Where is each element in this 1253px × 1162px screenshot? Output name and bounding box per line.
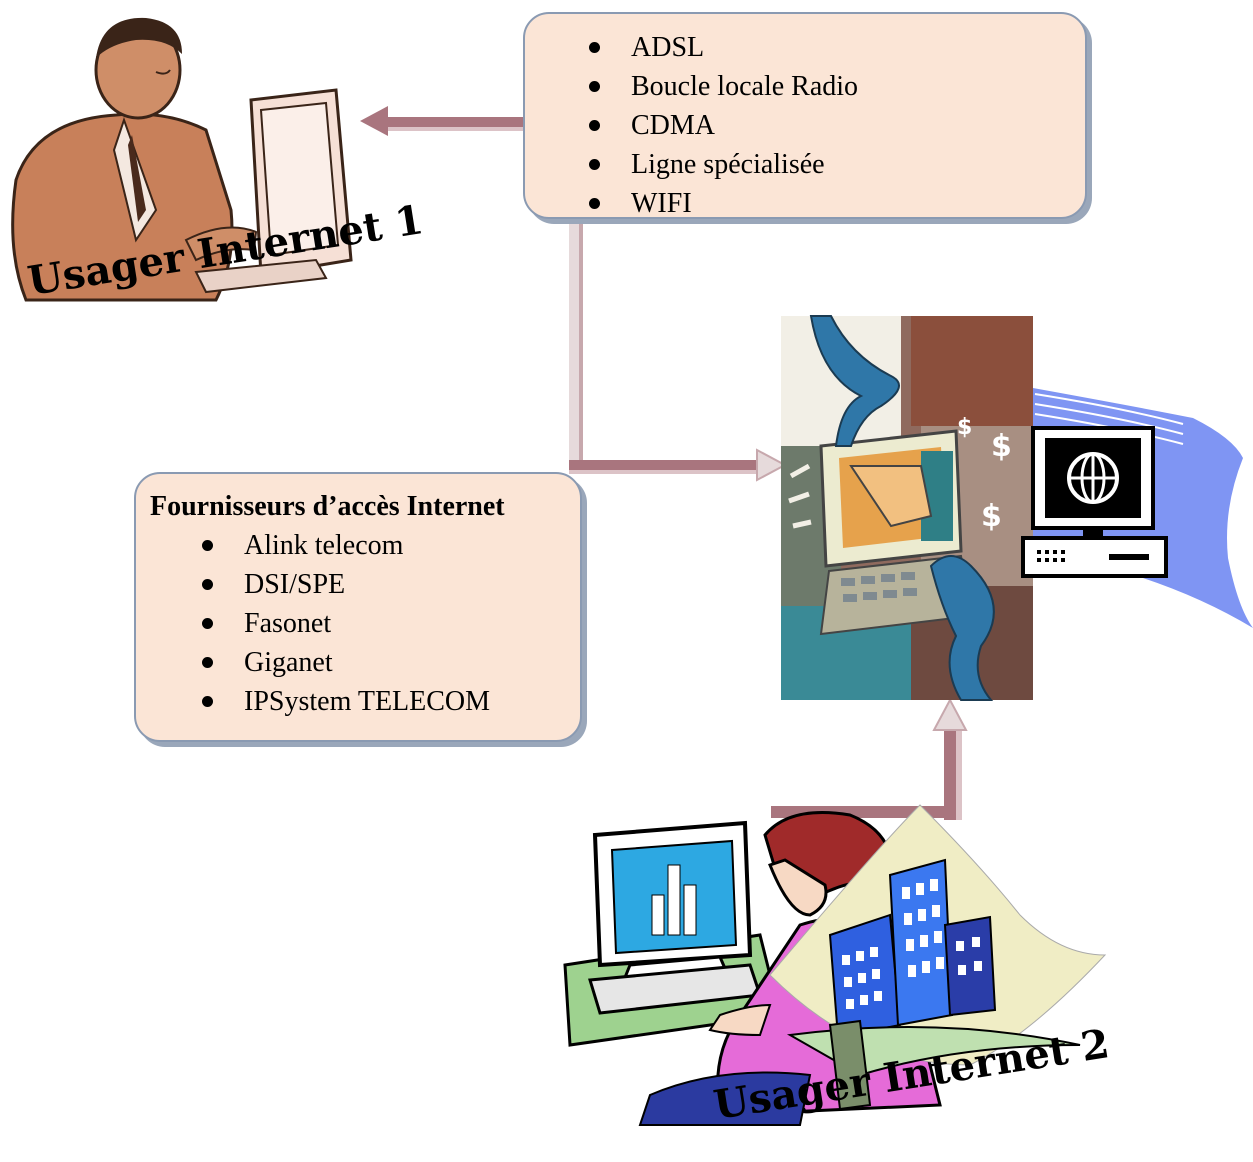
woman-at-computer-icon [563,804,1107,1126]
arrow-to-internet [569,220,788,482]
connection-types-list: ADSL Boucle locale Radio CDMA Ligne spéc… [525,28,1085,223]
connection-type-item: CDMA [525,106,1085,145]
isp-list: Alink telecom DSI/SPE Fasonet Giganet IP… [136,526,580,721]
arrow-from-user2 [771,697,968,820]
isp-item: Fasonet [136,604,580,643]
svg-text:$: $ [991,429,1012,464]
isp-item: Giganet [136,643,580,682]
connection-type-item: Ligne spécialisée [525,145,1085,184]
isp-item: Alink telecom [136,526,580,565]
connection-types-box: ADSL Boucle locale Radio CDMA Ligne spéc… [523,12,1087,219]
man-at-computer-icon [11,17,353,302]
isp-item: IPSystem TELECOM [136,682,580,721]
isp-box-title: Fournisseurs d’accès Internet [150,491,505,522]
connection-type-item: Boucle locale Radio [525,67,1085,106]
computer-globe-icon [1021,388,1253,628]
connection-type-item: WIFI [525,184,1085,223]
arrow-to-user1 [360,106,524,136]
isp-item: DSI/SPE [136,565,580,604]
connection-type-item: ADSL [525,28,1085,67]
svg-text:$: $ [981,499,1002,534]
internet-collage-icon: $ $ $ [781,315,1033,701]
svg-text:$: $ [957,415,972,440]
isp-box: Fournisseurs d’accès Internet Alink tele… [134,472,582,742]
